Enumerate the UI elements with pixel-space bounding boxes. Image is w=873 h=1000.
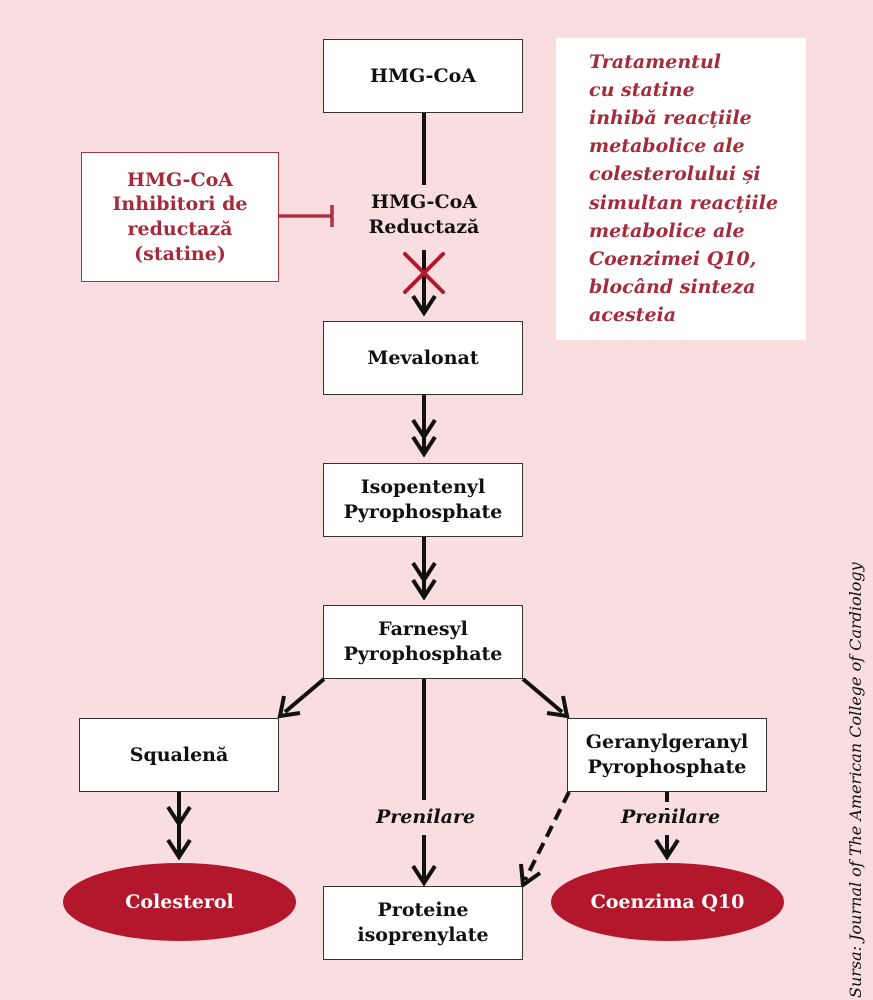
ipp-line-2: Pyrophosphate [343,501,503,523]
edge-fpp-squalena [283,677,326,714]
enzyme-line-2: Reductază [368,215,480,238]
note-line-7: metabolice ale [589,219,745,242]
note-line-9: blocând sinteza [589,275,756,298]
arrowhead-ipp-2 [411,435,437,458]
arrowhead-fpp-1 [411,561,437,584]
inhibitor-line-1: HMG-CoA [127,168,233,191]
node-colesterol: Colesterol [63,863,296,941]
node-coq10-label: Coenzima Q10 [590,891,745,913]
node-squalena: Squalenă [79,718,279,792]
label-prenilare-center: Prenilare [376,806,476,828]
block-cross-icon [403,252,445,294]
ipp-line-1: Isopentenyl [360,476,486,499]
node-proteine-isoprenylate: Proteine isoprenylate [323,886,523,960]
node-mevalonat: Mevalonat [323,321,523,395]
note-line-2: cu statine [589,79,695,102]
note-line-4: metabolice ale [589,135,745,158]
inhibitor-box: HMG-CoA Inhibitori de reductază (statine… [81,152,279,282]
node-hmg-coa-reductaza: HMG-CoA Reductază [334,190,514,239]
arrowhead-mevalonat [411,294,437,317]
arrowhead-fpp-2 [411,578,437,601]
note-line-3: inhibă reacțiile [589,107,752,130]
node-hmg-coa: HMG-CoA [323,39,523,113]
edge-ggpp-proteine-dashed [523,791,571,881]
note-line-1: Tratamentul [589,51,721,73]
node-geranylgeranyl-pyrophosphate: Geranylgeranyl Pyrophosphate [567,718,767,792]
node-isopentenyl-pyrophosphate: Isopentenyl Pyrophosphate [323,463,523,537]
note-line-8: Coenzimei Q10, [589,247,757,270]
node-colesterol-label: Colesterol [125,891,234,913]
arrowhead-squalena [277,695,301,719]
note-line-6: simultan reacțiile [589,191,779,214]
enzyme-line-1: HMG-CoA [371,191,477,213]
node-squalena-label: Squalenă [129,743,229,766]
arrowhead-proteine [411,864,437,887]
ggpp-line-1: Geranylgeranyl [585,731,749,754]
inhibitor-line-4: (statine) [134,242,226,265]
proteine-line-2: isoprenylate [357,924,489,946]
node-mevalonat-label: Mevalonat [367,346,479,369]
arrowhead-colesterol-1 [166,805,192,828]
arrowhead-ipp-1 [411,418,437,441]
fpp-line-1: Farnesyl [378,618,468,641]
note-line-5: colesterolului și [589,163,761,186]
arrowhead-colesterol-2 [166,838,192,861]
proteine-line-1: Proteine [377,899,469,922]
arrowhead-ggpp [546,695,570,719]
node-farnesyl-pyrophosphate: Farnesyl Pyrophosphate [323,605,523,679]
statin-note: Tratamentul cu statine inhibă reacțiile … [556,38,806,340]
inhibitor-line-2: Inhibitori de [112,193,248,216]
source-credit: Sursa: Journal of The American College o… [846,562,865,998]
fpp-line-2: Pyrophosphate [343,643,503,665]
node-coenzima-q10: Coenzima Q10 [551,863,784,941]
arrowhead-coq10 [654,838,680,861]
label-prenilare-right: Prenilare [621,806,721,828]
edge-fpp-ggpp [521,677,564,714]
ggpp-line-2: Pyrophosphate [587,756,747,778]
arrowhead-proteine-dashed [519,863,542,889]
inhibitor-line-3: reductază [127,218,233,240]
node-hmg-coa-label: HMG-CoA [370,64,476,87]
note-line-10: acesteia [589,303,677,326]
